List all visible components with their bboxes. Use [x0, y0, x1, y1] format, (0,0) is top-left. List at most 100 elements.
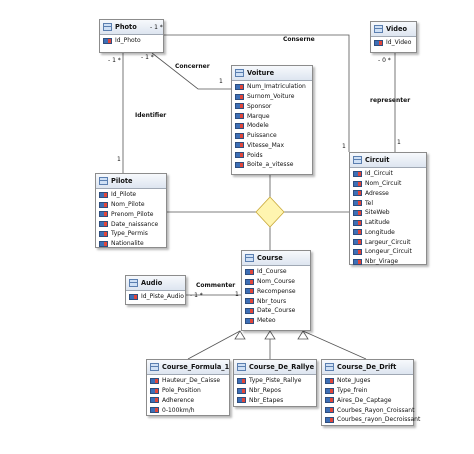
- class-circuit-header: Circuit: [350, 153, 426, 168]
- attribute-row: Nbr_Etapes: [234, 396, 316, 406]
- attribute-row: Largeur_Circuit: [350, 237, 426, 247]
- attribute-name: Date_Course: [257, 307, 296, 315]
- attribute-row: Surnom_Voiture: [232, 92, 312, 102]
- attribute-row: Id_Piste_Audio: [126, 292, 185, 302]
- class-course-title: Course: [257, 254, 283, 262]
- attribute-row: Aires_De_Captage: [322, 396, 413, 406]
- class-video[interactable]: Video Id_Video: [370, 21, 417, 53]
- attribute-row: Longeur_Circuit: [350, 247, 426, 257]
- attribute-icon: [245, 288, 254, 295]
- attribute-name: Vitesse_Max: [247, 141, 285, 149]
- class-pilote[interactable]: Pilote Id_Pilote Nom_Pilote Prenom_Pilot…: [95, 173, 167, 248]
- attribute-icon: [99, 211, 108, 218]
- attribute-icon: [353, 248, 362, 255]
- attribute-row: SiteWeb: [350, 208, 426, 218]
- class-audio[interactable]: Audio Id_Piste_Audio: [125, 275, 186, 305]
- attribute-name: Nbr_Virage: [365, 258, 399, 266]
- attribute-name: Id_Course: [257, 268, 287, 276]
- attribute-icon: [325, 377, 334, 384]
- attribute-name: Puissance: [247, 132, 277, 140]
- class-course-de-drift[interactable]: Course_De_Drift Note_Juges Type_frein Ai…: [321, 359, 420, 426]
- gen-arrow-rallye: [264, 330, 276, 340]
- attribute-name: Hauteur_De_Caisse: [162, 377, 221, 385]
- attribute-icon: [353, 239, 362, 246]
- attribute-name: Adherence: [162, 396, 195, 404]
- class-audio-header: Audio: [126, 276, 185, 291]
- attribute-row: Num_Imatriculation: [232, 82, 312, 92]
- attribute-name: Prenom_Pilote: [111, 210, 154, 218]
- class-pilote-attrs: Id_Pilote Nom_Pilote Prenom_Pilote Date_…: [96, 189, 166, 249]
- class-course-formula-1[interactable]: Course_Formula_1 Hauteur_De_Caisse Pole_…: [146, 359, 230, 416]
- class-video-header: Video: [371, 22, 416, 37]
- attribute-icon: [235, 161, 244, 168]
- class-icon: [129, 279, 138, 287]
- attribute-name: Nbr_tours: [257, 297, 287, 305]
- class-icon: [150, 363, 159, 371]
- class-video-attrs: Id_Video: [371, 37, 416, 48]
- assoc-label-conserne: Conserne: [283, 36, 315, 43]
- conserne-line: [164, 34, 350, 152]
- class-circuit[interactable]: Circuit Id_Circuit Nom_Circuit Adresse T…: [349, 152, 427, 265]
- attribute-icon: [235, 113, 244, 120]
- attribute-name: Nbr_Etapes: [249, 396, 284, 404]
- attribute-name: Id_Circuit: [365, 170, 393, 178]
- attribute-row: Nbr_tours: [242, 296, 310, 306]
- attribute-row: Tel: [350, 198, 426, 208]
- attribute-name: Nom_Course: [257, 278, 295, 286]
- class-course-formula-1-attrs: Hauteur_De_Caisse Pole_Position Adherenc…: [147, 375, 229, 415]
- attribute-icon: [245, 298, 254, 305]
- attribute-row: Id_Photo: [100, 36, 163, 46]
- class-course-de-rallye[interactable]: Course_De_Rallye Type_Piste_Rallye Nbr_R…: [233, 359, 317, 407]
- attribute-name: Longeur_Circuit: [365, 248, 412, 256]
- assoc-label-commenter: Commenter: [196, 282, 236, 289]
- attribute-icon: [150, 407, 159, 414]
- class-circuit-title: Circuit: [365, 156, 390, 164]
- attribute-name: Note_Juges: [337, 377, 371, 385]
- attribute-name: Surnom_Voiture: [247, 93, 295, 101]
- mult-circuit-conserne: 1: [342, 143, 346, 150]
- attribute-row: Nbr_Virage: [350, 257, 426, 267]
- attribute-row: Date_naissance: [96, 219, 166, 229]
- attribute-name: Id_Pilote: [111, 191, 137, 199]
- class-circuit-attrs: Id_Circuit Nom_Circuit Adresse Tel SiteW…: [350, 168, 426, 267]
- attribute-icon: [353, 170, 362, 177]
- attribute-row: Type_Permis: [96, 229, 166, 239]
- assoc-label-concerner: Concerner: [175, 63, 210, 70]
- attribute-icon: [374, 39, 383, 46]
- attribute-icon: [237, 397, 246, 404]
- mult-photo-conserne: - 1 *: [150, 24, 163, 31]
- mult-voiture-concerner: 1: [219, 78, 223, 85]
- attribute-name: Id_Piste_Audio: [141, 293, 184, 301]
- class-audio-title: Audio: [141, 279, 163, 287]
- gen-arrow-formula: [234, 330, 246, 340]
- attribute-icon: [353, 180, 362, 187]
- attribute-row: Sponsor: [232, 102, 312, 112]
- class-voiture[interactable]: Voiture Num_Imatriculation Surnom_Voitur…: [231, 65, 313, 175]
- attribute-row: Vitesse_Max: [232, 141, 312, 151]
- attribute-row: Courbes_Rayon_Croissant: [322, 405, 414, 415]
- attribute-name: Boite_a_vitesse: [247, 161, 294, 169]
- class-course-de-drift-header: Course_De_Drift: [322, 360, 413, 375]
- attribute-name: Type_frein: [337, 387, 368, 395]
- attribute-row: Longitude: [350, 228, 426, 238]
- attribute-icon: [245, 317, 254, 324]
- mult-circuit-representer: 1: [397, 139, 401, 146]
- attribute-name: Type_Piste_Rallye: [249, 377, 302, 385]
- attribute-icon: [353, 229, 362, 236]
- attribute-name: Nationalite: [111, 240, 144, 248]
- attribute-name: Sponsor: [247, 102, 272, 110]
- mult-course-commenter: 1: [235, 291, 239, 298]
- attribute-name: Courbes_rayon_Decroissant: [337, 416, 421, 424]
- attribute-row: Id_Pilote: [96, 190, 166, 200]
- attribute-icon: [245, 307, 254, 314]
- attribute-name: Tel: [365, 199, 374, 207]
- gen-arrow-drift: [297, 330, 309, 340]
- class-photo[interactable]: Photo Id_Photo: [99, 19, 164, 53]
- class-course[interactable]: Course Id_Course Nom_Course Recompense N…: [241, 250, 311, 331]
- attribute-icon: [235, 152, 244, 159]
- attribute-icon: [99, 230, 108, 237]
- attribute-icon: [353, 209, 362, 216]
- attribute-name: Num_Imatriculation: [247, 83, 306, 91]
- attribute-row: Id_Video: [371, 38, 416, 48]
- attribute-icon: [353, 219, 362, 226]
